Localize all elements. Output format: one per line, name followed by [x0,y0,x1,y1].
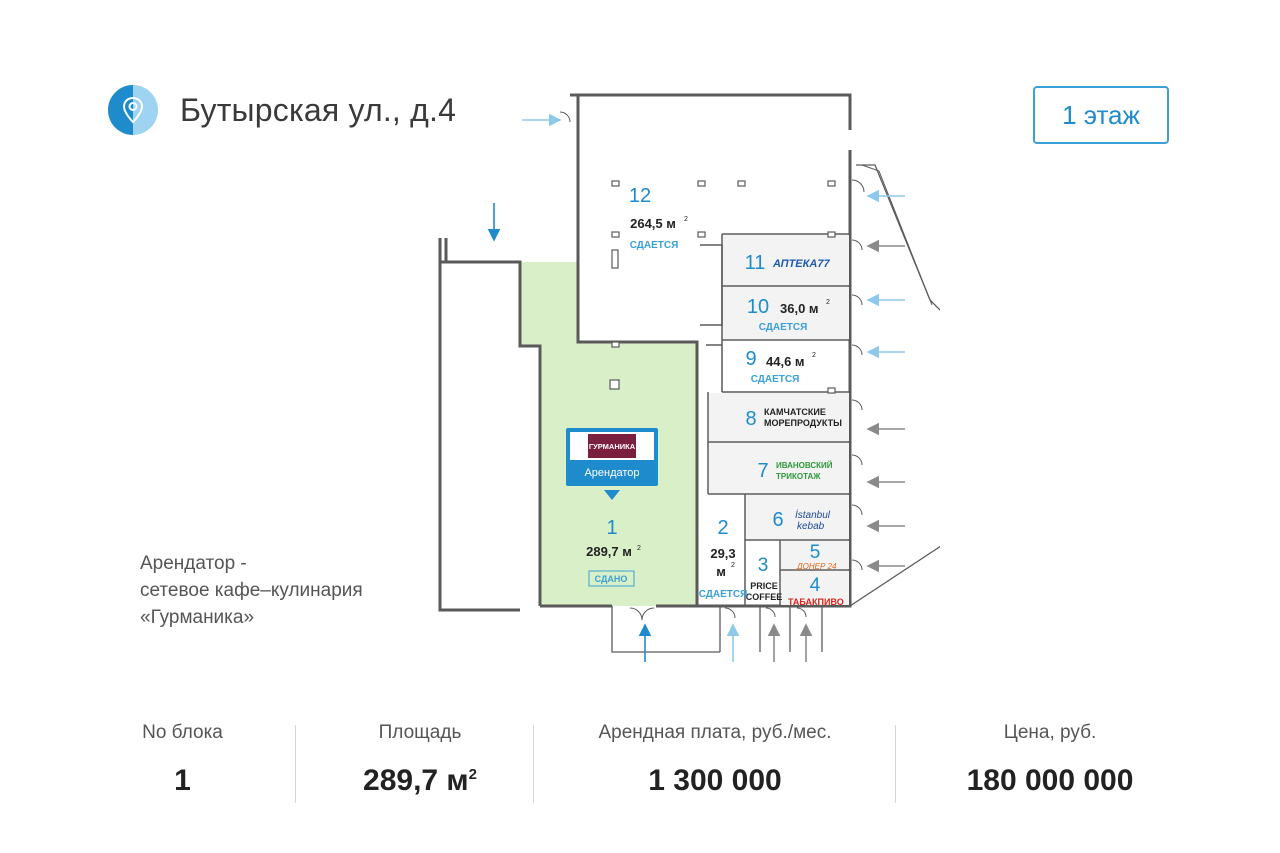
svg-text:2: 2 [812,352,816,359]
svg-text:2: 2 [637,545,641,552]
tenant-card-label: Арендатор [584,467,639,479]
unit-2-area-line2: м [716,564,726,579]
unit-4-brand: ТАБАКПИВО [788,597,844,607]
unit-3-brand-line1: PRICE [750,581,778,591]
unit-6-number: 6 [772,509,783,531]
svg-text:2: 2 [731,562,735,569]
tenant-note-line: «Гурманика» [140,607,255,628]
tenant-note: Арендатор - сетевое кафе–кулинария «Гурм… [140,550,420,631]
unit-2-number: 2 [717,517,728,539]
unit-3-number: 3 [758,555,769,576]
unit-10-number: 10 [747,296,769,318]
unit-8-brand-line2: МОРЕПРОДУКТЫ [764,418,842,428]
unit-5-number: 5 [810,542,821,563]
unit-9-area: 44,6 м [766,354,805,369]
unit-8-brand-line1: КАМЧАТСКИЕ [764,407,826,417]
unit-12-number: 12 [629,185,651,207]
stat-label: Арендная плата, руб./мес. [598,722,832,743]
stat-value-sup: 2 [468,766,477,783]
unit-12-status: СДАЕТСЯ [630,240,679,251]
stat-price: Цена, руб. 180 000 000 [930,722,1170,798]
location-pin-icon [108,85,158,135]
tenant-logo-text: ГУРМАНИКА [589,442,636,451]
stat-value-text: 289,7 м [363,764,469,797]
unit-2-status: СДАЕТСЯ [699,589,748,600]
stat-block-number: No блока 1 [100,722,265,798]
unit-10-area: 36,0 м [780,301,819,316]
stat-value: 289,7 м2 [320,764,520,798]
divider [533,725,534,803]
stat-label: Площадь [378,722,462,743]
address-title: Бутырская ул., д.4 [180,92,457,128]
unit-9-number: 9 [745,348,756,370]
unit-11-brand: АПТЕКА77 [772,258,830,270]
unit-3-brand-line2: COFFEE [746,592,783,602]
unit-6-brand-line1: İstanbul [795,509,831,521]
unit-4-number: 4 [810,575,821,596]
tenant-card[interactable]: ГУРМАНИКА Арендатор [566,428,658,500]
stat-label: No блока [142,722,223,743]
divider [295,725,296,803]
unit-1-number: 1 [606,517,617,539]
unit-7-number: 7 [757,460,768,482]
unit-1-area: 289,7 м [586,544,632,559]
tenant-note-line: сетевое кафе–кулинария [140,580,363,601]
unit-8-number: 8 [745,408,756,430]
stat-rent: Арендная плата, руб./мес. 1 300 000 [560,722,870,798]
stat-label: Цена, руб. [1003,722,1097,743]
divider [895,725,896,803]
unit-10-status: СДАЕТСЯ [759,322,808,333]
floor-selector-button[interactable]: 1 этаж [1033,86,1169,144]
unit-11-number: 11 [745,252,766,274]
floor-plan: 12 264,5 м 2 СДАЕТСЯ 11 АПТЕКА77 10 36,0… [438,93,940,662]
unit-9-status: СДАЕТСЯ [751,374,800,385]
stat-value: 180 000 000 [966,764,1134,797]
unit-7-brand-line1: ИВАНОВСКИЙ [776,461,833,470]
stat-value: 1 300 000 [648,764,782,797]
unit-7-brand-line2: ТРИКОТАЖ [776,472,821,481]
svg-text:2: 2 [684,216,688,223]
unit-6-brand-line2: kebab [797,521,825,532]
tenant-note-line: Арендатор - [140,553,247,574]
stat-area: Площадь 289,7 м2 [320,722,520,798]
unit-12-area: 264,5 м [630,216,676,231]
stat-value: 1 [174,764,191,797]
unit-5-brand: ДОНЕР 24 [796,562,837,571]
unit-2-area-line1: 29,3 [710,546,735,561]
svg-text:2: 2 [826,299,830,306]
unit-1-status: СДАНО [595,574,628,584]
